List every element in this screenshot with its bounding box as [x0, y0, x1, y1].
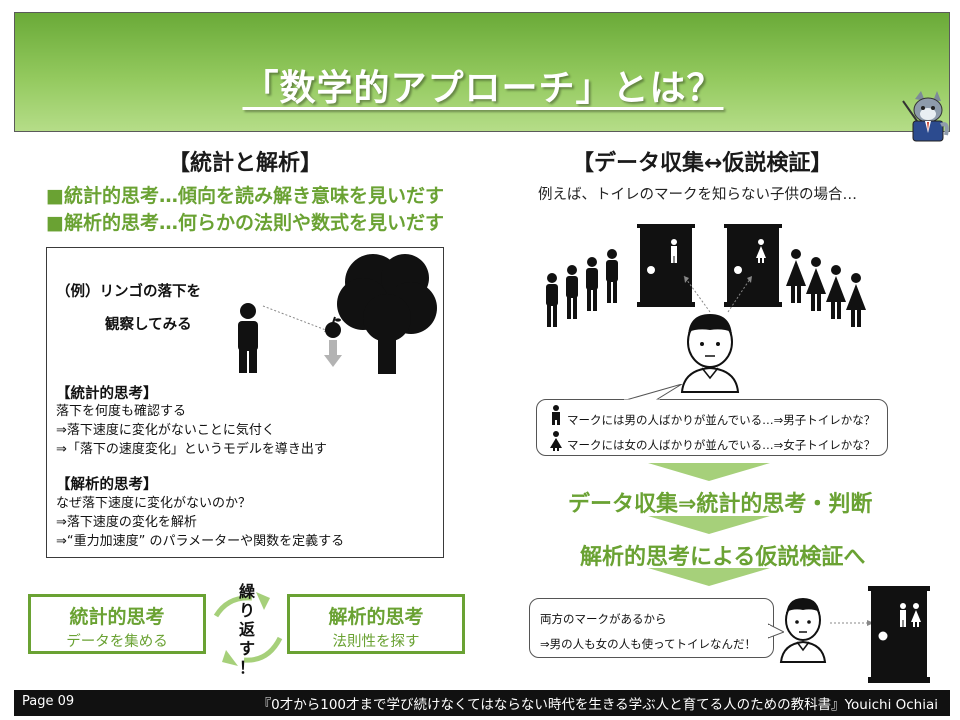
statistical-heading: 【統計的思考】 — [56, 386, 158, 402]
child-face-icon — [680, 314, 740, 393]
repeat-char: 返 — [238, 620, 255, 639]
repeat-char: 繰 — [238, 582, 255, 601]
analytical-thinking-box: 解析的思考 法則性を探す — [287, 594, 465, 654]
apple-example-box: （例）リンゴの落下を 観察してみる 【統計的思考】 落下を何度も確認する ⇒落下… — [46, 247, 444, 558]
analytical-line: ⇒“重力加速度” のパラメーターや関数を定義する — [56, 534, 345, 549]
child-speech-bubble: マークには男の人ばかりが並んでいる…⇒男子トイレかな？ マークには女の人ばかりが… — [536, 399, 888, 456]
female-icon — [550, 431, 562, 451]
speech-line-female: マークには女の人ばかりが並んでいる…⇒女子トイレかな？ — [567, 438, 876, 452]
down-arrow-3 — [648, 568, 770, 586]
statistical-thinking-sub: データを集める — [66, 634, 168, 650]
conclusion-speech-bubble: 両方のマークがあるから ⇒男の人も女の人も使ってトイレなんだ！ — [529, 598, 774, 658]
male-crowd-illustration — [546, 249, 618, 327]
tree-icon — [337, 254, 437, 374]
teacher-mascot-icon — [902, 91, 949, 142]
left-section-heading: 【統計と解析】 — [168, 151, 323, 176]
conclusion-bubble-tail — [768, 623, 784, 639]
down-arrow-1 — [648, 463, 770, 481]
gaze-lines — [683, 275, 753, 313]
person-icon — [238, 303, 258, 373]
analytical-thinking-sub: 法則性を探す — [332, 634, 420, 650]
analytical-line: なぜ落下速度に変化がないのか？ — [56, 496, 252, 511]
female-toilet-door-icon — [724, 224, 782, 307]
cycle-arrow-icon — [213, 592, 283, 666]
analytical-line: ⇒落下速度の変化を解析 — [56, 515, 197, 530]
down-arrow-icon — [324, 340, 342, 367]
bullet-statistical: ■統計的思考…傾向を読み解き意味を見いだす — [46, 185, 444, 207]
title-banner: 「数学的アプローチ」とは？ — [14, 12, 950, 142]
repeat-label: 繰 り 返 す ！ — [236, 582, 258, 677]
page-number: Page 09 — [22, 694, 75, 709]
statistical-line: ⇒「落下の速度変化」というモデルを導き出す — [56, 442, 327, 457]
child-face-icon — [779, 598, 827, 663]
right-section-heading: 【データ収集↔仮説検証】 — [572, 151, 833, 176]
conclusion-line: ⇒男の人も女の人も使ってトイレなんだ！ — [540, 637, 757, 651]
footer-bar: Page 09 『0才から100才まで学び続けなくてはならない時代を生きる学ぶ人… — [14, 690, 950, 716]
female-crowd-illustration — [786, 249, 866, 327]
book-credit: 『0才から100才まで学び続けなくてはならない時代を生きる学ぶ人と育てる人のため… — [257, 697, 938, 713]
step-data-collection: データ収集⇒統計的思考・判断 — [568, 492, 873, 517]
speech-bubble-tail — [624, 384, 683, 404]
gaze-line — [830, 620, 874, 626]
toilet-example-intro: 例えば、トイレのマークを知らない子供の場合… — [538, 187, 857, 203]
bullet-analytical: ■解析的思考…何らかの法則や数式を見いだす — [46, 212, 444, 234]
speech-line-male: マークには男の人ばかりが並んでいる…⇒男子トイレかな？ — [567, 413, 876, 427]
repeat-char: り — [238, 601, 255, 620]
example-caption-line2: 観察してみる — [105, 317, 192, 333]
repeat-char: す — [238, 639, 255, 658]
conclusion-line: 両方のマークがあるから — [540, 612, 667, 626]
apple-icon — [325, 316, 341, 338]
male-toilet-door-icon — [637, 224, 695, 307]
statistical-line: 落下を何度も確認する — [56, 404, 187, 419]
example-caption-line1: （例）リンゴの落下を — [56, 284, 201, 300]
analytical-heading: 【解析的思考】 — [56, 477, 158, 493]
repeat-char: ！ — [238, 658, 255, 677]
down-arrow-2 — [648, 516, 770, 534]
shared-toilet-door-icon — [868, 586, 930, 683]
step-hypothesis-verification: 解析的思考による仮説検証へ — [580, 545, 866, 570]
statistical-line: ⇒落下速度に変化がないことに気付く — [56, 423, 275, 438]
statistical-thinking-box: 統計的思考 データを集める — [28, 594, 206, 654]
statistical-thinking-label: 統計的思考 — [69, 606, 165, 628]
analytical-thinking-label: 解析的思考 — [328, 606, 424, 628]
page-title: 「数学的アプローチ」とは？ — [242, 68, 724, 109]
male-icon — [552, 405, 560, 425]
